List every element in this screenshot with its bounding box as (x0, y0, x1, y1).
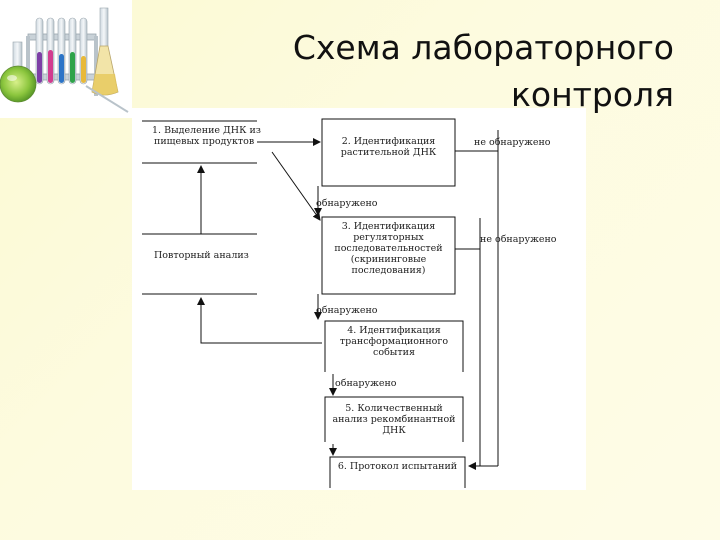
lab-flasks-icon (0, 0, 132, 118)
step5-line2: анализ рекомбинантной (332, 414, 456, 425)
arrow-step4-to-repeat (197, 297, 322, 344)
step3-line3: последовательностей (334, 243, 443, 254)
step4-box (324, 320, 464, 372)
step3-line4: (скрининговые (350, 254, 427, 265)
slide-title: Схема лабораторного контроля (214, 24, 674, 118)
label-not-detected-step3: не обнаружено (480, 234, 557, 245)
step3-line5: последования) (351, 265, 426, 276)
step4-line1: 4. Идентификация (347, 325, 441, 336)
step6-box (329, 456, 466, 488)
step5-box (324, 396, 464, 442)
slide-title-line-1: Схема лабораторного (292, 28, 674, 67)
step2-line2: растительной ДНК (340, 147, 437, 158)
repeat-analysis-label: Повторный анализ (154, 250, 249, 261)
step3-label: 3. Идентификация регуляторных последоват… (322, 221, 455, 276)
step2-line1: 2. Идентификация (341, 136, 436, 147)
step3-line1: 3. Идентификация (341, 221, 436, 232)
step5-line1: 5. Количественный (345, 403, 443, 414)
step3-line2: регуляторных (353, 232, 424, 243)
lab-control-flowchart: 1. Выделение ДНК из пищевых продуктов По… (132, 108, 586, 490)
label-detected-step3: обнаружено (316, 305, 378, 316)
step4-line2: трансформационного (339, 336, 449, 347)
step5-line3: ДНК (382, 425, 406, 436)
label-detected-step4: обнаружено (335, 378, 397, 389)
step2-label: 2. Идентификация растительной ДНК (322, 136, 455, 158)
step3-box (321, 216, 456, 295)
label-not-detected-step2: не обнаружено (474, 137, 551, 148)
step1-line2: пищевых продуктов (154, 136, 255, 147)
step4-line3: события (373, 347, 415, 358)
step2-box (321, 118, 456, 187)
label-detected-step2: обнаружено (316, 198, 378, 209)
step5-label: 5. Количественный анализ рекомбинантной … (325, 403, 463, 436)
step4-label: 4. Идентификация трансформационного собы… (325, 325, 463, 358)
arrow-step1-to-step3 (271, 151, 321, 221)
step6-label: 6. Протокол испытаний (337, 461, 458, 472)
slide-title-line-2: контроля (510, 75, 674, 114)
step1-line1: 1. Выделение ДНК из (152, 125, 261, 136)
step1-label: 1. Выделение ДНК из пищевых продуктов (152, 125, 261, 147)
